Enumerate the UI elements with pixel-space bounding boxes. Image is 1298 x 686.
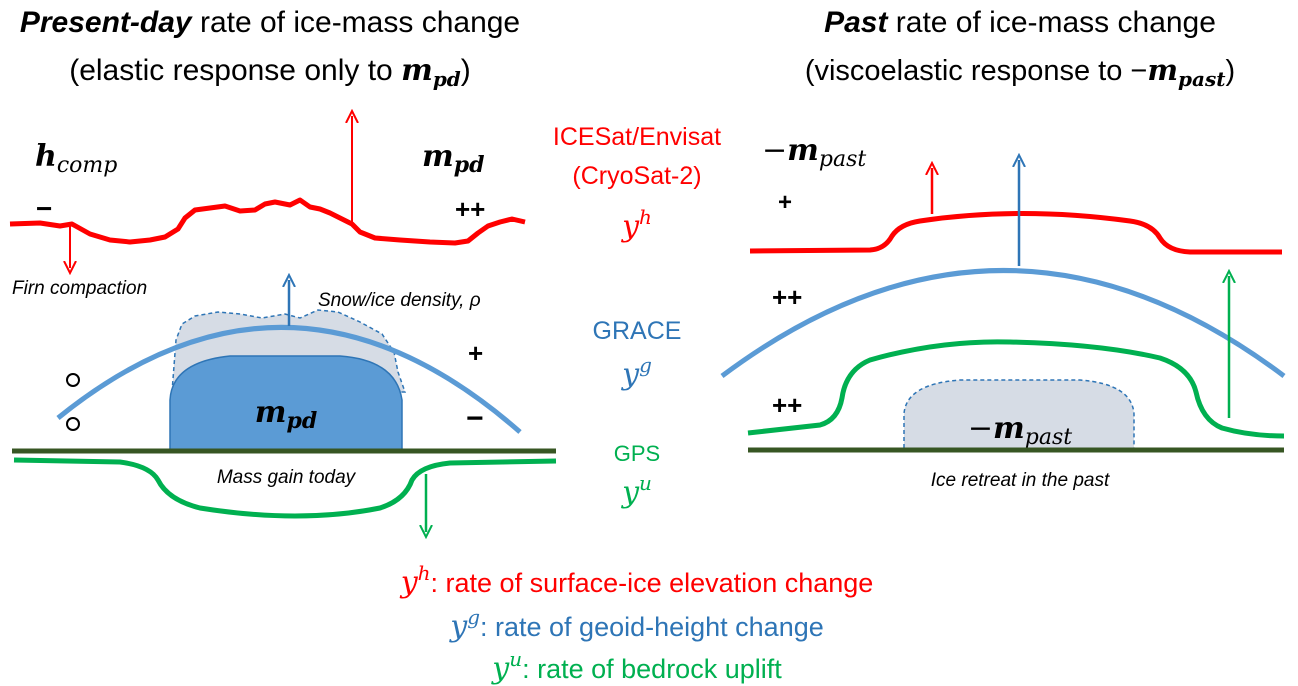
plusplus-sign-right-2: ++ — [772, 390, 802, 420]
left-subtitle-suffix: ) — [461, 54, 471, 87]
bedrock-line-right — [747, 339, 1285, 439]
geoid-arc-left — [56, 325, 522, 434]
right-panel: Past rate of ice-mass change (viscoelast… — [720, 6, 1286, 491]
legend-yh: yh: rate of surface-ice elevation change — [399, 561, 874, 600]
left-panel: Present-day rate of ice-mass change (ela… — [9, 6, 557, 532]
right-subtitle-sub: past — [1178, 67, 1226, 91]
m-pd-sub: pd — [454, 152, 485, 178]
m-past-sub: past — [819, 147, 866, 172]
icesat-label-line2: (CryoSat-2) — [572, 162, 701, 190]
plus-sign-right: + — [778, 189, 792, 216]
left-subtitle-sym: m — [401, 53, 433, 88]
right-subtitle-suffix: ) — [1226, 55, 1236, 87]
left-subtitle-sub: pd — [433, 67, 461, 91]
snow-density-label: Snow/ice density, ρ — [318, 290, 481, 311]
circle-symbol-1 — [66, 373, 80, 387]
ice-mass-body-left — [169, 355, 403, 451]
ice-mass-sym-left: m — [255, 395, 287, 430]
past-ice-label: −mpast — [968, 411, 1072, 450]
h-comp-sub: comp — [57, 153, 118, 178]
m-past-minus: − — [762, 133, 787, 168]
legend-yh-sup: h — [418, 561, 431, 585]
legend-yg-sym: y — [448, 609, 468, 644]
legend-yu-text: : rate of bedrock uplift — [522, 654, 782, 684]
legend-yg-sup: g — [467, 605, 480, 629]
legend-yg: yg: rate of geoid-height change — [448, 605, 824, 644]
surface-elevation-line-left — [9, 197, 526, 246]
yu-sym-center: y — [620, 475, 640, 510]
geoid-arc-right — [720, 268, 1286, 379]
right-title-bold: Past — [824, 6, 889, 39]
m-past-sym: m — [787, 133, 819, 168]
surface-elevation-line-right — [749, 211, 1282, 255]
right-subtitle: (viscoelastic response to −mpast) — [805, 53, 1235, 91]
icesat-label-line1: ICESat/Envisat — [553, 123, 721, 151]
past-ice-sub: past — [1025, 425, 1072, 450]
legend-yu-sym: y — [490, 651, 510, 686]
grace-label: GRACE — [593, 317, 682, 345]
h-comp-label: hcomp — [35, 139, 117, 178]
yu-sup-center: u — [639, 471, 652, 495]
center-labels: ICESat/Envisat (CryoSat-2) yh GRACE yg G… — [553, 123, 721, 510]
yh-sym-center: y — [620, 209, 640, 244]
right-title: Past rate of ice-mass change — [824, 6, 1216, 39]
minus-sign-left: − — [36, 193, 52, 224]
ice-mass-label-left: mpd — [255, 395, 318, 434]
yg-sym-center: y — [620, 357, 640, 392]
firn-compaction-label: Firn compaction — [12, 278, 147, 299]
yg-label-center: yg — [620, 353, 652, 392]
minus-sign-right-left: − — [466, 402, 484, 435]
legend: yh: rate of surface-ice elevation change… — [399, 561, 874, 686]
left-subtitle: (elastic response only to mpd) — [69, 53, 471, 91]
ground-label-right: Ice retreat in the past — [931, 470, 1110, 491]
legend-yh-sym: y — [399, 565, 419, 600]
right-subtitle-prefix: (viscoelastic response to — [805, 55, 1131, 87]
plus-sign-left: + — [468, 338, 483, 368]
plusplus-sign-right-1: ++ — [772, 282, 802, 312]
past-ice-body — [903, 379, 1135, 448]
left-title-bold: Present-day — [20, 6, 193, 39]
past-ice-minus: − — [968, 411, 993, 446]
right-subtitle-sym: m — [1147, 53, 1178, 87]
legend-yu-sup: u — [509, 647, 522, 671]
left-subtitle-prefix: (elastic response only to — [69, 54, 401, 87]
circle-symbol-2 — [66, 417, 80, 431]
m-pd-label: mpd — [422, 139, 485, 178]
left-title: Present-day rate of ice-mass change — [20, 6, 520, 39]
ground-label-left: Mass gain today — [217, 467, 357, 488]
h-comp-sym: h — [35, 139, 57, 174]
yu-label-center: yu — [620, 471, 652, 510]
gps-label: GPS — [614, 441, 660, 466]
past-ice-sym: m — [993, 411, 1025, 446]
right-subtitle-minus: − — [1130, 55, 1147, 87]
m-pd-sym: m — [422, 139, 454, 174]
yh-sup-center: h — [639, 205, 652, 229]
yg-sup-center: g — [639, 353, 652, 377]
left-title-rest: rate of ice-mass change — [192, 6, 521, 39]
plusplus-sign-left: ++ — [455, 194, 485, 224]
legend-yh-text: : rate of surface-ice elevation change — [431, 568, 874, 598]
legend-yg-text: : rate of geoid-height change — [480, 612, 824, 642]
right-title-rest: rate of ice-mass change — [887, 6, 1216, 39]
legend-yu: yu: rate of bedrock uplift — [490, 647, 782, 686]
m-past-label: −mpast — [762, 133, 866, 172]
ice-mass-sub-left: pd — [286, 408, 317, 434]
yh-label-center: yh — [620, 205, 652, 244]
bedrock-line-left — [13, 457, 557, 519]
